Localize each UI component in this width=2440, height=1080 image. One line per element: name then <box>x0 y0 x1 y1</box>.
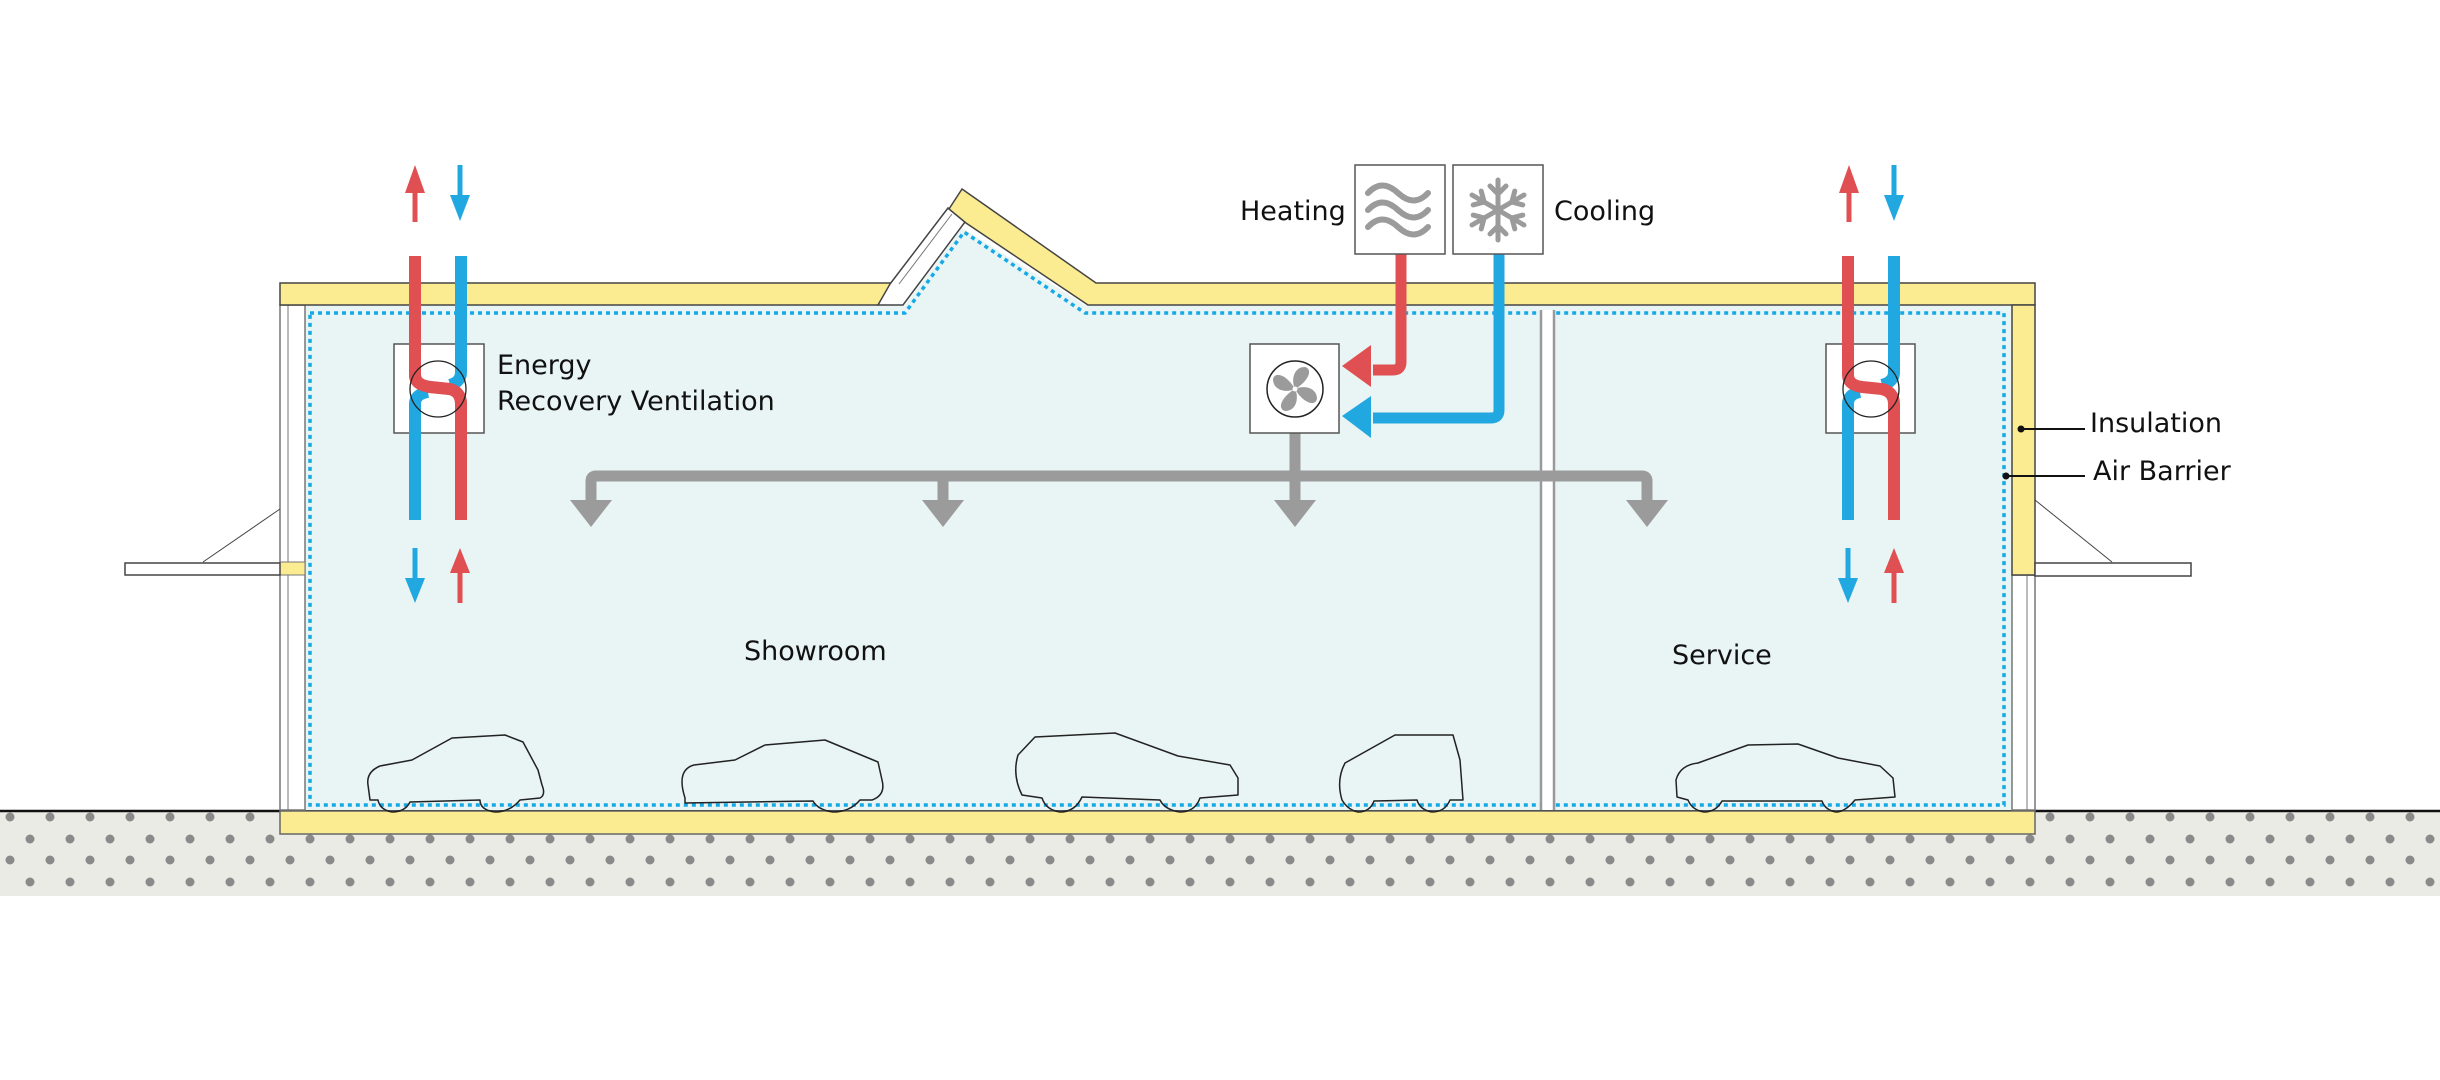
car-silhouette-icon <box>367 734 545 813</box>
heating-line <box>1373 253 1407 376</box>
heating-unit <box>1354 164 1446 255</box>
right-wall <box>2011 574 2036 811</box>
insulation-label: Insulation <box>2090 408 2222 439</box>
duct-trunk <box>585 470 1653 505</box>
showroom-label: Showroom <box>744 636 887 667</box>
erv-unit-service <box>1825 256 1916 520</box>
insulation-envelope <box>279 187 2036 835</box>
car-silhouette-icon <box>1338 734 1464 813</box>
supply-arrow-3 <box>1274 500 1316 527</box>
floor-insulation <box>279 810 2036 835</box>
cooling-label: Cooling <box>1554 196 1655 227</box>
snowflake-icon <box>1469 177 1527 243</box>
heating-label: Heating <box>1240 196 1346 227</box>
supply-arrow-1 <box>570 500 612 527</box>
left-canopy <box>124 508 281 576</box>
left-canopy-insulation <box>279 561 306 576</box>
erv-arrows-showroom <box>405 165 470 603</box>
car-silhouette-icon <box>1015 732 1239 813</box>
left-wall <box>279 304 306 811</box>
car-silhouette-icon <box>1675 743 1896 813</box>
supply-down-arrow-icon <box>405 578 425 603</box>
heating-arrow-head <box>1342 345 1371 387</box>
erv-label-line2: Recovery Ventilation <box>497 386 775 417</box>
partition-wall <box>1539 310 1556 810</box>
exhaust-out-arrow-icon <box>405 165 425 193</box>
wall-insulation-right <box>2011 304 2036 576</box>
insulation-callout <box>2017 425 2085 433</box>
supply-outlets <box>570 500 1668 527</box>
car-silhouette-icon <box>681 739 884 813</box>
erv-arrows-service <box>1838 165 1904 603</box>
roof-insulation-peak <box>948 187 2036 306</box>
heat-waves-icon <box>1365 182 1431 238</box>
supply-arrow-2 <box>922 500 964 527</box>
air-barrier-label: Air Barrier <box>2093 456 2232 487</box>
erv-unit-showroom <box>393 256 485 520</box>
right-canopy <box>2034 499 2192 577</box>
erv-label-line1: Energy <box>497 350 592 381</box>
service-label: Service <box>1672 640 1772 671</box>
air-barrier-line <box>308 229 2006 807</box>
fan-icon <box>1273 367 1317 411</box>
return-up-arrow-icon <box>450 548 470 573</box>
fan-unit <box>1249 343 1340 434</box>
interior-space <box>305 228 2012 810</box>
cooling-unit <box>1452 164 1544 255</box>
clerestory-window <box>876 206 967 306</box>
cooling-arrow-head <box>1342 396 1371 438</box>
air-barrier-callout <box>2002 472 2085 480</box>
fresh-in-arrow-icon <box>450 195 470 221</box>
cooling-line <box>1373 253 1505 424</box>
supply-arrow-4 <box>1626 500 1668 527</box>
roof-insulation-left <box>279 282 895 306</box>
